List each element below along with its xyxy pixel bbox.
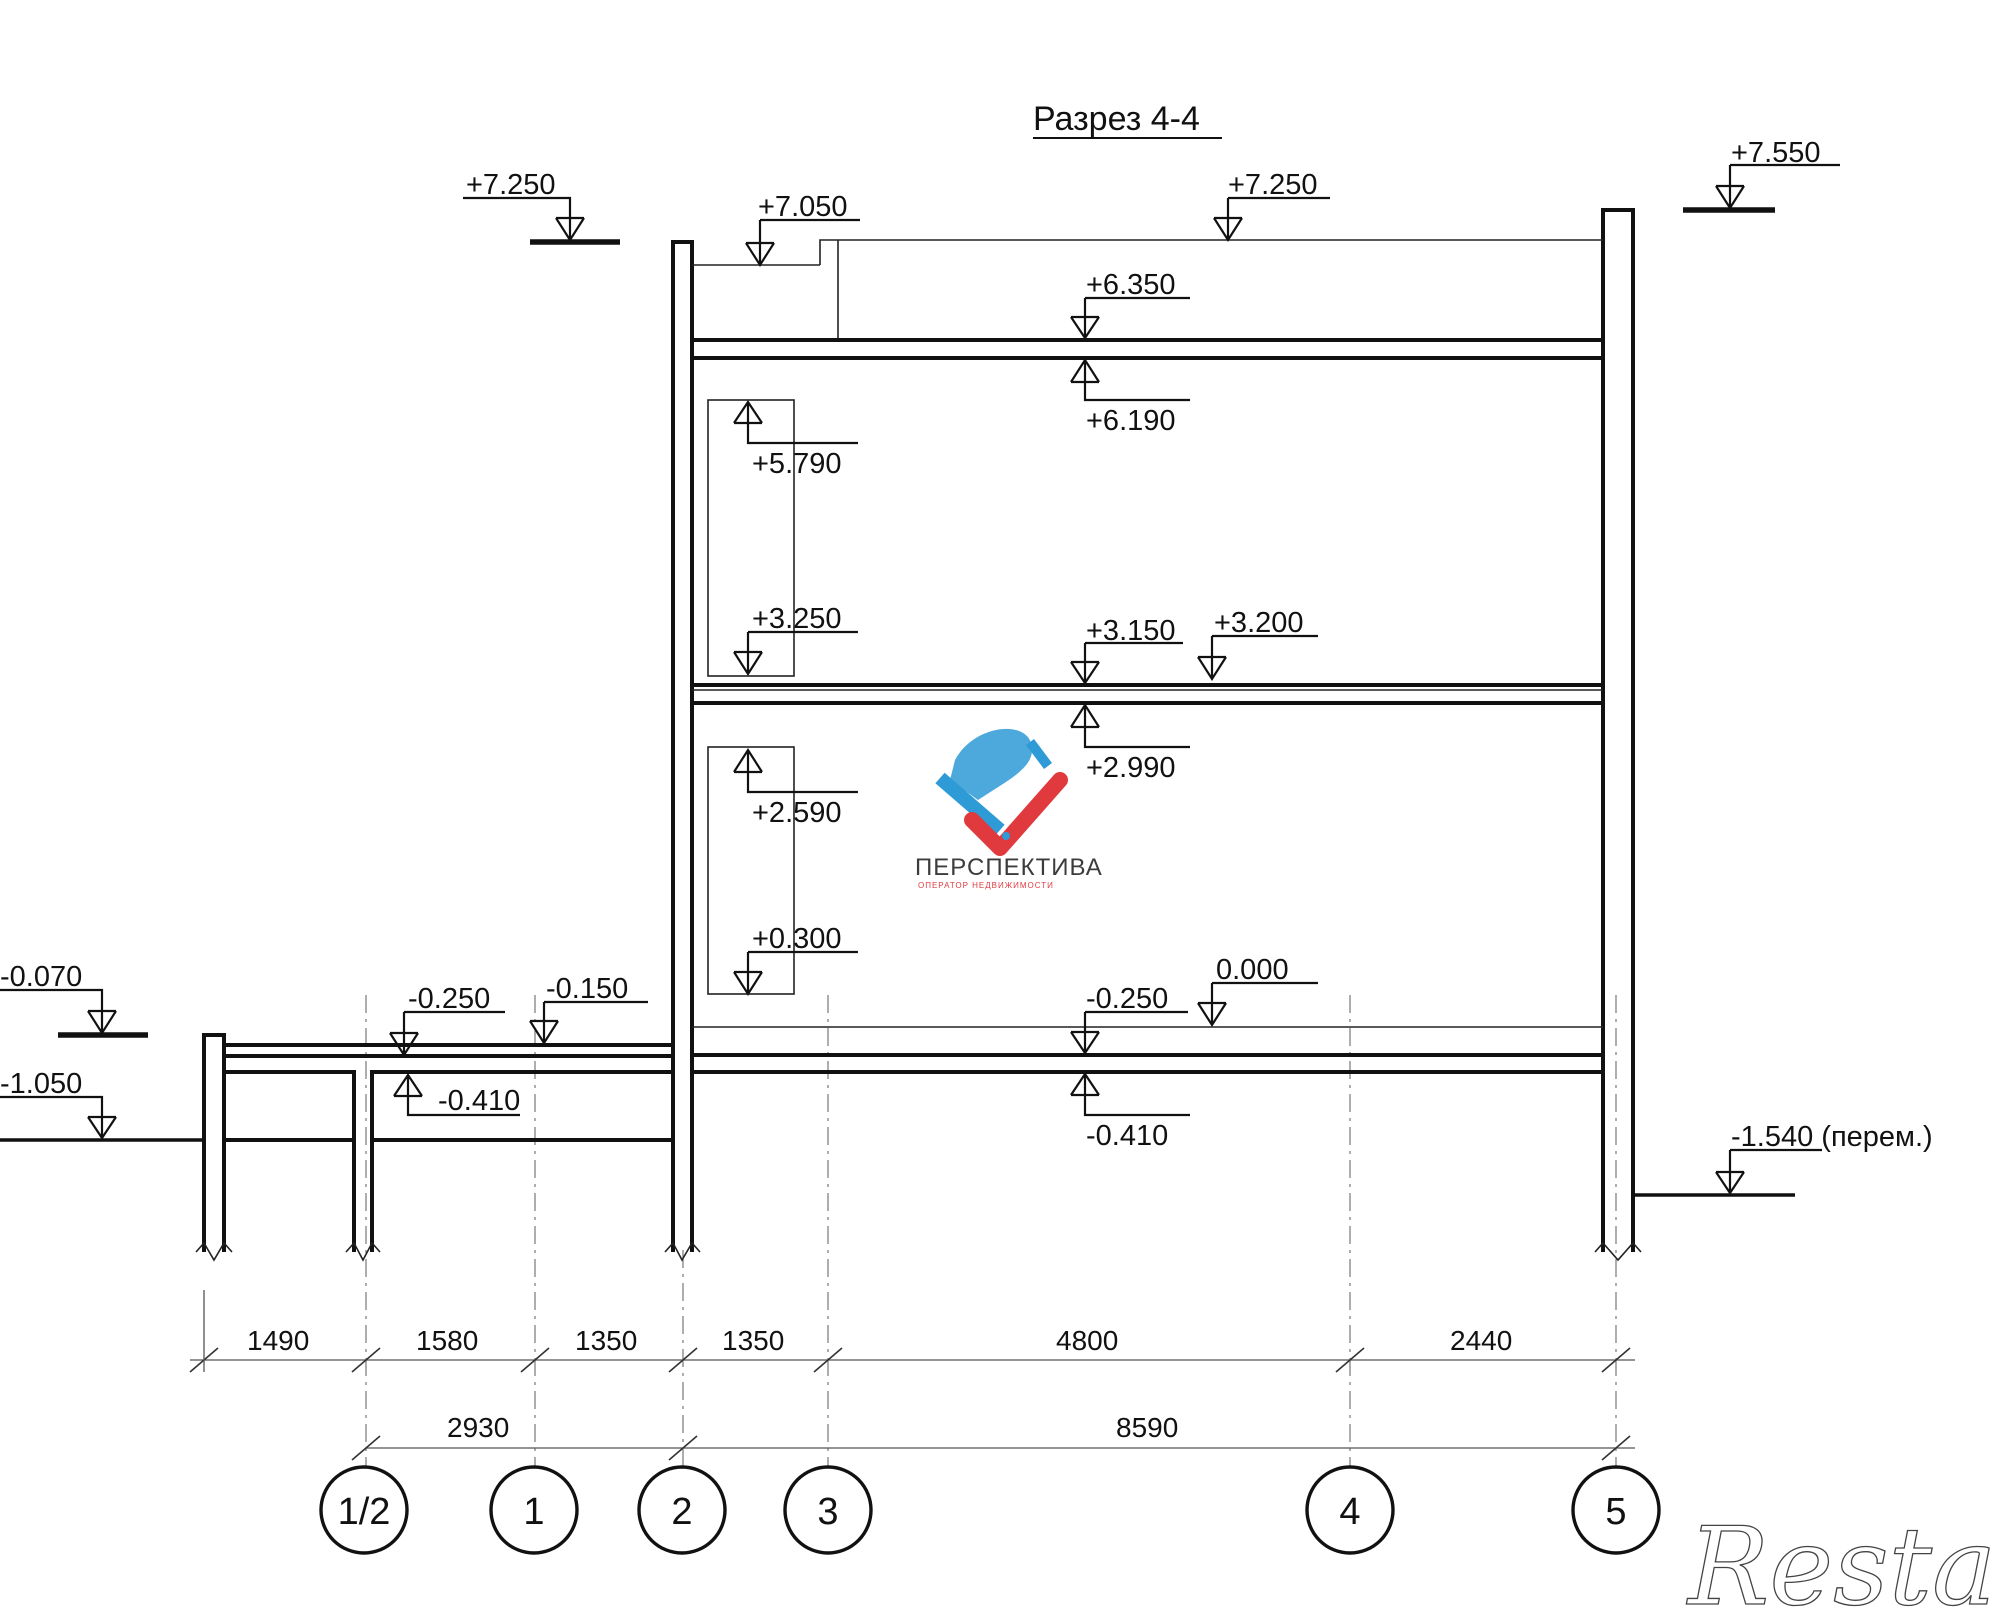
level-left-ground-lower: -1.050 [0,1068,82,1100]
building-structure [671,208,1635,1252]
level-floor2-top: +3.150 [1086,615,1176,647]
level-floor1-top: -0.250 [1086,983,1168,1015]
level-left-ground-upper: -0.070 [0,961,82,993]
axis-label-1-2: 1/2 [338,1491,391,1533]
watermark-logo: ПЕРСПЕКТИВА ОПЕРАТОР НЕДВИЖИМОСТИ [915,728,1103,890]
level-ceiling-top: +6.350 [1086,269,1176,301]
watermark-subtitle: ОПЕРАТОР НЕДВИЖИМОСТИ [918,881,1054,890]
level-top-right: +7.550 [1731,137,1821,169]
dimension-lines [189,1290,1635,1461]
level-roof-mid: +7.250 [1228,169,1318,201]
axis-label-1: 1 [523,1491,544,1533]
dimension-labels: 1490 1580 1350 1350 4800 2440 2930 8590 [247,1325,1512,1443]
level-window-upper-top: +5.790 [752,448,842,480]
ground-lines [0,1138,1795,1197]
level-porch-bottom: -0.410 [438,1085,520,1117]
dim-1580: 1580 [416,1325,478,1356]
level-labels: +7.250 +7.050 +7.250 +7.550 +6.350 +6.19… [0,137,1933,1153]
dim-2440: 2440 [1450,1325,1512,1356]
dim-1350-a: 1350 [575,1325,637,1356]
axis-label-2: 2 [671,1491,692,1533]
brand-watermark: Restate [1686,1505,2000,1608]
dim-1350-b: 1350 [722,1325,784,1356]
level-window-upper-bottom: +3.250 [752,603,842,635]
level-window-lower-top: +2.590 [752,797,842,829]
level-marks [0,163,1840,1195]
level-ceiling-bottom: +6.190 [1086,405,1176,437]
level-porch-outer: -0.250 [408,983,490,1015]
dim-2930: 2930 [447,1412,509,1443]
level-floor1-bottom: -0.410 [1086,1120,1168,1152]
section-title: Разрез 4-4 [1033,100,1200,138]
axis-bubbles: 1/2 1 2 3 4 5 [319,1465,1661,1555]
dim-1490: 1490 [247,1325,309,1356]
level-floor2-bottom: +2.990 [1086,752,1176,784]
level-roof-step: +7.050 [758,191,848,223]
dim-4800: 4800 [1056,1325,1118,1356]
level-floor2-finish: +3.200 [1214,607,1304,639]
24-house-check-logo-icon [935,728,1068,856]
level-right-ground: -1.540 (перем.) [1731,1121,1933,1153]
axis-label-4: 4 [1339,1491,1360,1533]
axis-label-5: 5 [1605,1491,1626,1533]
level-floor1-finish: 0.000 [1216,954,1289,986]
axis-centerlines [365,995,1617,1468]
level-top-left: +7.250 [466,169,556,201]
level-window-lower-bottom: +0.300 [752,923,842,955]
porch-structure [195,1033,1642,1262]
level-porch-inner: -0.150 [546,973,628,1005]
axis-label-3: 3 [817,1491,838,1533]
watermark-name: ПЕРСПЕКТИВА [915,854,1103,881]
dim-8590: 8590 [1116,1412,1178,1443]
